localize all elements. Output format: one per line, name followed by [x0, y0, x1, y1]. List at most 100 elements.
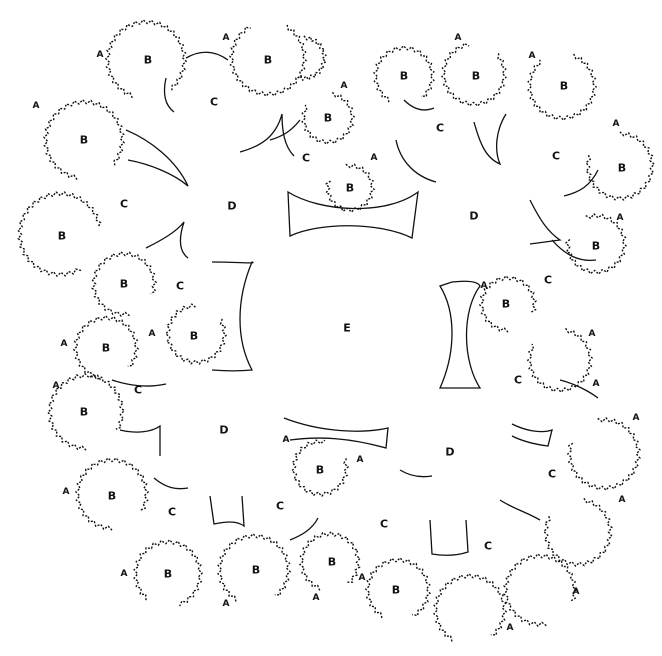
label-b-10: B: [472, 70, 480, 83]
arc-tr-3: [474, 114, 506, 164]
label-a-22: A: [359, 573, 366, 583]
label-b-3: B: [80, 134, 88, 147]
label-a-5: A: [371, 153, 378, 163]
label-b-13: B: [592, 240, 600, 253]
serrated-circle-27: [528, 328, 592, 392]
label-b-9: B: [400, 70, 408, 83]
label-a-4: A: [341, 81, 348, 91]
arc-br-3: [430, 520, 468, 555]
arc-bl-5: [290, 518, 318, 540]
arc-tr-6: [564, 170, 598, 196]
label-a-12: A: [149, 329, 156, 339]
label-a-25: A: [357, 455, 364, 465]
label-a-8: A: [613, 119, 620, 129]
label-a-11: A: [61, 339, 68, 349]
label-b-19: B: [252, 564, 260, 577]
label-c-5: C: [436, 122, 444, 135]
label-b-6: B: [190, 330, 198, 343]
label-a-6: A: [455, 33, 462, 43]
e-boundary-left: [212, 262, 253, 371]
label-a-21: A: [313, 593, 320, 603]
label-b-17: B: [108, 490, 116, 503]
label-a-18: A: [63, 487, 70, 497]
label-b-20: B: [328, 556, 336, 569]
label-a-1: A: [97, 50, 104, 60]
arc-br-2: [500, 500, 540, 520]
label-b-1: B: [144, 54, 152, 67]
label-d-top-left: D: [227, 200, 236, 213]
label-b-16: B: [80, 406, 88, 419]
arc-bl-3: [154, 478, 188, 489]
arc-bl-2: [120, 426, 160, 456]
arc-tl-3: [240, 114, 294, 156]
label-a-7: A: [529, 51, 536, 61]
label-b-4: B: [58, 230, 66, 243]
label-b-21: B: [392, 584, 400, 597]
e-boundary-bottom: [284, 418, 388, 448]
arc-br-1: [512, 424, 552, 446]
serrated-circle-26: [544, 498, 612, 566]
label-a-14: A: [589, 329, 596, 339]
e-boundary-right: [440, 281, 480, 388]
arc-br-5: [400, 470, 432, 477]
label-c-11: C: [380, 518, 388, 531]
label-c-10: C: [484, 540, 492, 553]
label-b-14: B: [502, 298, 510, 311]
label-a-17: A: [619, 495, 626, 505]
label-c-9: C: [548, 468, 556, 481]
label-e: E: [343, 322, 351, 335]
label-b-12: B: [618, 162, 626, 175]
label-c-12: C: [276, 500, 284, 513]
serrated-circles: [18, 20, 654, 642]
arc-tl-5: [164, 78, 174, 112]
serrated-circle-25: [568, 418, 640, 490]
arc-tl-4: [146, 222, 188, 258]
label-b-22: B: [316, 464, 324, 477]
label-a-9: A: [617, 213, 624, 223]
e-boundary-top: [288, 192, 418, 238]
label-b-18: B: [164, 568, 172, 581]
label-c-2: C: [302, 152, 310, 165]
label-a-10: A: [481, 281, 488, 291]
arc-tl-1: [186, 52, 228, 60]
arc-tl-2: [126, 130, 188, 186]
arc-bl-4: [210, 496, 244, 526]
label-a-16: A: [633, 413, 640, 423]
serrated-circle-23: [434, 574, 506, 642]
label-b-15: B: [102, 342, 110, 355]
label-d-bottom-left: D: [219, 424, 228, 437]
label-b-11: B: [560, 80, 568, 93]
label-a-3: A: [33, 101, 40, 111]
label-c-6: C: [552, 150, 560, 163]
label-a-26: A: [283, 435, 290, 445]
label-a-23: A: [507, 623, 514, 633]
label-c-7: C: [544, 274, 552, 287]
label-a-13: A: [53, 381, 60, 391]
label-a-2: A: [223, 33, 230, 43]
arc-tr-2: [396, 140, 436, 182]
serrated-circle-24: [504, 554, 576, 626]
label-b-7: B: [324, 112, 332, 125]
label-d-bottom-right: D: [445, 446, 454, 459]
label-a-15: A: [593, 379, 600, 389]
connector-arcs: [112, 52, 598, 555]
label-b-8: B: [346, 182, 354, 195]
label-c-8: C: [514, 374, 522, 387]
label-c-4: C: [176, 280, 184, 293]
label-a-24: A: [573, 587, 580, 597]
label-b-2: B: [264, 54, 272, 67]
label-d-top-right: D: [469, 210, 478, 223]
arc-tr-1: [404, 100, 434, 110]
arc-tr-4: [530, 200, 560, 244]
diagram-labels: E D D D D C C C C C C C C C C C C C C B …: [33, 33, 640, 633]
label-b-5: B: [120, 278, 128, 291]
label-a-20: A: [223, 599, 230, 609]
label-c-13: C: [168, 506, 176, 519]
label-c-1: C: [210, 96, 218, 109]
label-a-19: A: [121, 569, 128, 579]
label-c-3: C: [120, 198, 128, 211]
label-c-14: C: [134, 384, 142, 397]
arc-tr-5: [552, 240, 596, 260]
